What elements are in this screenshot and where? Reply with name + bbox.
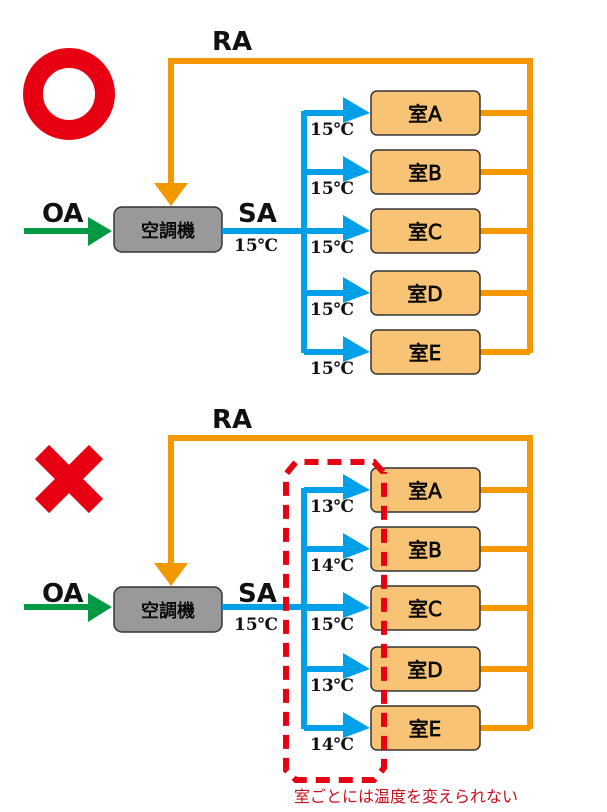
dashed-boundary bbox=[283, 459, 387, 783]
room-name-label: 室E bbox=[409, 717, 442, 741]
sa-label: SA bbox=[238, 199, 277, 229]
room-box bbox=[370, 705, 481, 751]
ra-duct bbox=[168, 58, 533, 353]
room-row: 15℃ 室C bbox=[304, 585, 481, 635]
sa-arrow-head bbox=[343, 653, 370, 679]
room-row: 15℃ 室E bbox=[304, 329, 481, 379]
sa-arrow-head bbox=[343, 474, 370, 500]
room-temp-label: 14℃ bbox=[310, 556, 354, 576]
room-temp-label: 15℃ bbox=[310, 359, 354, 379]
sa-temp-label: 15℃ bbox=[234, 615, 278, 635]
room-temp-label: 15℃ bbox=[310, 238, 354, 258]
sa-arrow-head bbox=[343, 97, 370, 123]
ra-branches bbox=[480, 487, 530, 731]
room-box bbox=[370, 467, 481, 513]
room-list: 13℃ 室A 14℃ 室B 15℃ 室C 13℃ 室D 14℃ 室E bbox=[304, 467, 481, 755]
room-temp-label: 15℃ bbox=[310, 615, 354, 635]
room-row: 15℃ 室D bbox=[304, 270, 481, 320]
room-name-label: 室D bbox=[407, 658, 442, 682]
oa-label: OA bbox=[42, 199, 84, 229]
cross-mark-icon bbox=[34, 444, 104, 514]
air-handling-unit-label: 空調機 bbox=[141, 221, 195, 242]
room-name-label: 室A bbox=[408, 102, 442, 126]
room-row: 13℃ 室D bbox=[304, 646, 481, 696]
room-row: 15℃ 室B bbox=[304, 149, 481, 199]
diagram-bad: RA OA 空調機 SA 15℃ 13℃室A14℃室B15℃室C13℃室D14℃… bbox=[24, 405, 533, 806]
room-box bbox=[370, 526, 481, 572]
room-temp-label: 15℃ bbox=[310, 120, 354, 140]
room-box bbox=[370, 646, 481, 692]
room-name-label: 室B bbox=[408, 161, 442, 185]
caption-text: 室ごとには温度を変えられない bbox=[294, 787, 518, 806]
diagram-good: RA OA 空調機 SA 15℃ 15℃室A15℃室B15℃室C15℃室D15℃… bbox=[23, 27, 533, 379]
sa-temp-label: 15℃ bbox=[234, 236, 278, 256]
room-box bbox=[370, 329, 481, 375]
room-name-label: 室C bbox=[408, 597, 442, 621]
room-temp-label: 15℃ bbox=[310, 300, 354, 320]
circle-mark-icon bbox=[23, 48, 115, 140]
ra-arrow-head bbox=[154, 563, 188, 586]
room-temp-label: 15℃ bbox=[310, 179, 354, 199]
oa-arrow-head bbox=[88, 217, 112, 246]
room-name-label: 室B bbox=[408, 538, 442, 562]
room-row: 14℃ 室E bbox=[304, 705, 481, 755]
sa-arrow-head bbox=[343, 336, 370, 362]
room-list: 15℃ 室A 15℃ 室B 15℃ 室C 15℃ 室D 15℃ 室E bbox=[304, 90, 481, 379]
room-name-label: 室C bbox=[408, 220, 442, 244]
room-box bbox=[370, 585, 481, 631]
room-box bbox=[370, 90, 481, 136]
sa-arrow-head bbox=[343, 277, 370, 303]
room-name-label: 室A bbox=[408, 479, 442, 503]
room-box bbox=[370, 149, 481, 195]
oa-arrow-head bbox=[88, 593, 112, 622]
sa-arrow-head bbox=[343, 533, 370, 559]
ra-duct bbox=[168, 435, 533, 729]
ra-label: RA bbox=[212, 405, 252, 435]
ra-arrow-head bbox=[154, 183, 188, 206]
sa-arrow-head bbox=[343, 215, 370, 241]
room-temp-label: 13℃ bbox=[310, 497, 354, 517]
sa-arrow-head bbox=[343, 592, 370, 618]
room-row: 15℃ 室A bbox=[304, 90, 481, 140]
air-handling-unit-label: 空調機 bbox=[141, 601, 195, 622]
room-row: 15℃ 室C bbox=[304, 208, 481, 258]
room-row: 14℃ 室B bbox=[304, 526, 481, 576]
room-box bbox=[370, 208, 481, 254]
room-name-label: 室E bbox=[409, 341, 442, 365]
sa-arrow-head bbox=[343, 712, 370, 738]
room-temp-label: 14℃ bbox=[310, 735, 354, 755]
room-row: 13℃ 室A bbox=[304, 467, 481, 517]
room-box bbox=[370, 270, 481, 316]
room-temp-label: 13℃ bbox=[310, 676, 354, 696]
sa-arrow-head bbox=[343, 156, 370, 182]
room-name-label: 室D bbox=[407, 282, 442, 306]
ra-branches bbox=[480, 110, 530, 355]
ra-label: RA bbox=[212, 27, 252, 57]
